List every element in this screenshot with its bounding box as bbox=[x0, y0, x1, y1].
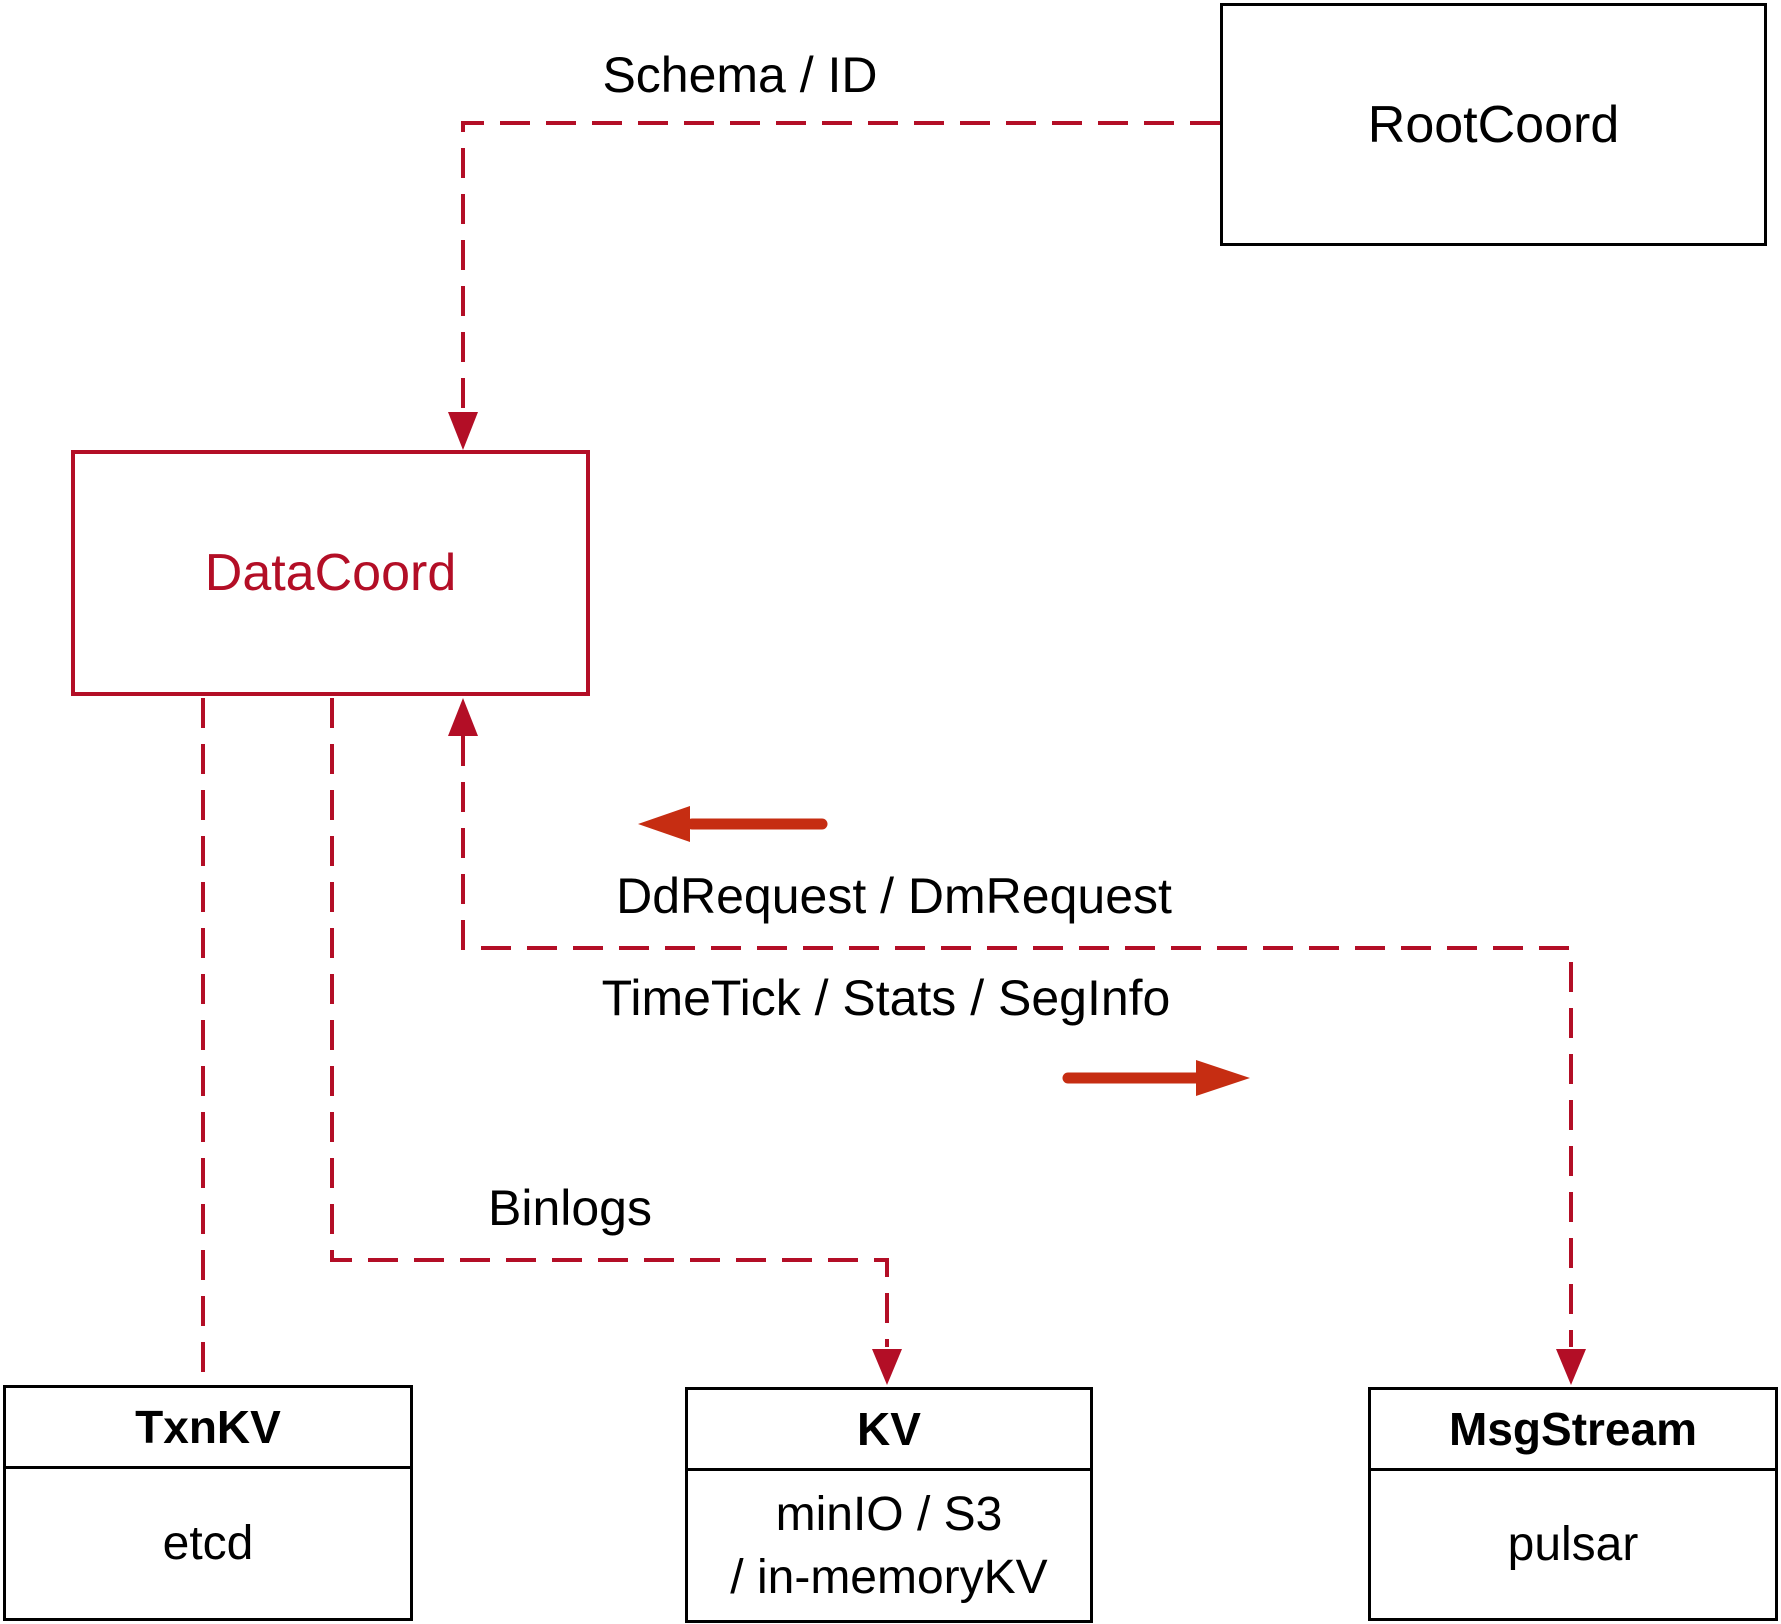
txnkv-body: etcd bbox=[162, 1517, 254, 1570]
edge-label-ddrequest: DdRequest / DmRequest bbox=[616, 868, 1172, 924]
edge-label-binlogs: Binlogs bbox=[488, 1180, 652, 1236]
edge-label-timetick: TimeTick / Stats / SegInfo bbox=[601, 970, 1171, 1026]
binlogs-arrowhead-down-icon bbox=[872, 1349, 902, 1385]
node-datacoord: DataCoord bbox=[71, 450, 590, 696]
msgstream-arrowhead-down-icon bbox=[1556, 1349, 1586, 1385]
txnkv-title: TxnKV bbox=[6, 1388, 410, 1469]
edge-label-schema-id: Schema / ID bbox=[602, 47, 878, 103]
msgstream-connector bbox=[461, 736, 1573, 1347]
rootcoord-label: RootCoord bbox=[1367, 95, 1620, 154]
schema-id-connector bbox=[461, 121, 1220, 442]
kv-body: minIO / S3 / in-memoryKV bbox=[688, 1471, 1090, 1620]
schema-id-arrowhead-down-icon bbox=[448, 412, 478, 450]
arrow-left-head-icon bbox=[638, 806, 690, 842]
kv-title: KV bbox=[688, 1390, 1090, 1471]
kv-body-line1: minIO / S3 bbox=[775, 1487, 1003, 1541]
kv-body-line2: / in-memoryKV bbox=[730, 1550, 1048, 1604]
node-txnkv: TxnKV etcd bbox=[3, 1385, 413, 1621]
node-kv: KV minIO / S3 / in-memoryKV bbox=[685, 1387, 1093, 1623]
msgstream-body: pulsar bbox=[1507, 1518, 1639, 1571]
datacoord-arrowhead-up-icon bbox=[448, 698, 478, 736]
datacoord-label: DataCoord bbox=[204, 544, 457, 602]
arrow-right-head-icon bbox=[1196, 1060, 1250, 1096]
node-rootcoord: RootCoord bbox=[1220, 3, 1767, 246]
binlogs-connector bbox=[330, 698, 889, 1347]
node-msgstream: MsgStream pulsar bbox=[1368, 1387, 1778, 1621]
msgstream-title: MsgStream bbox=[1371, 1390, 1775, 1471]
